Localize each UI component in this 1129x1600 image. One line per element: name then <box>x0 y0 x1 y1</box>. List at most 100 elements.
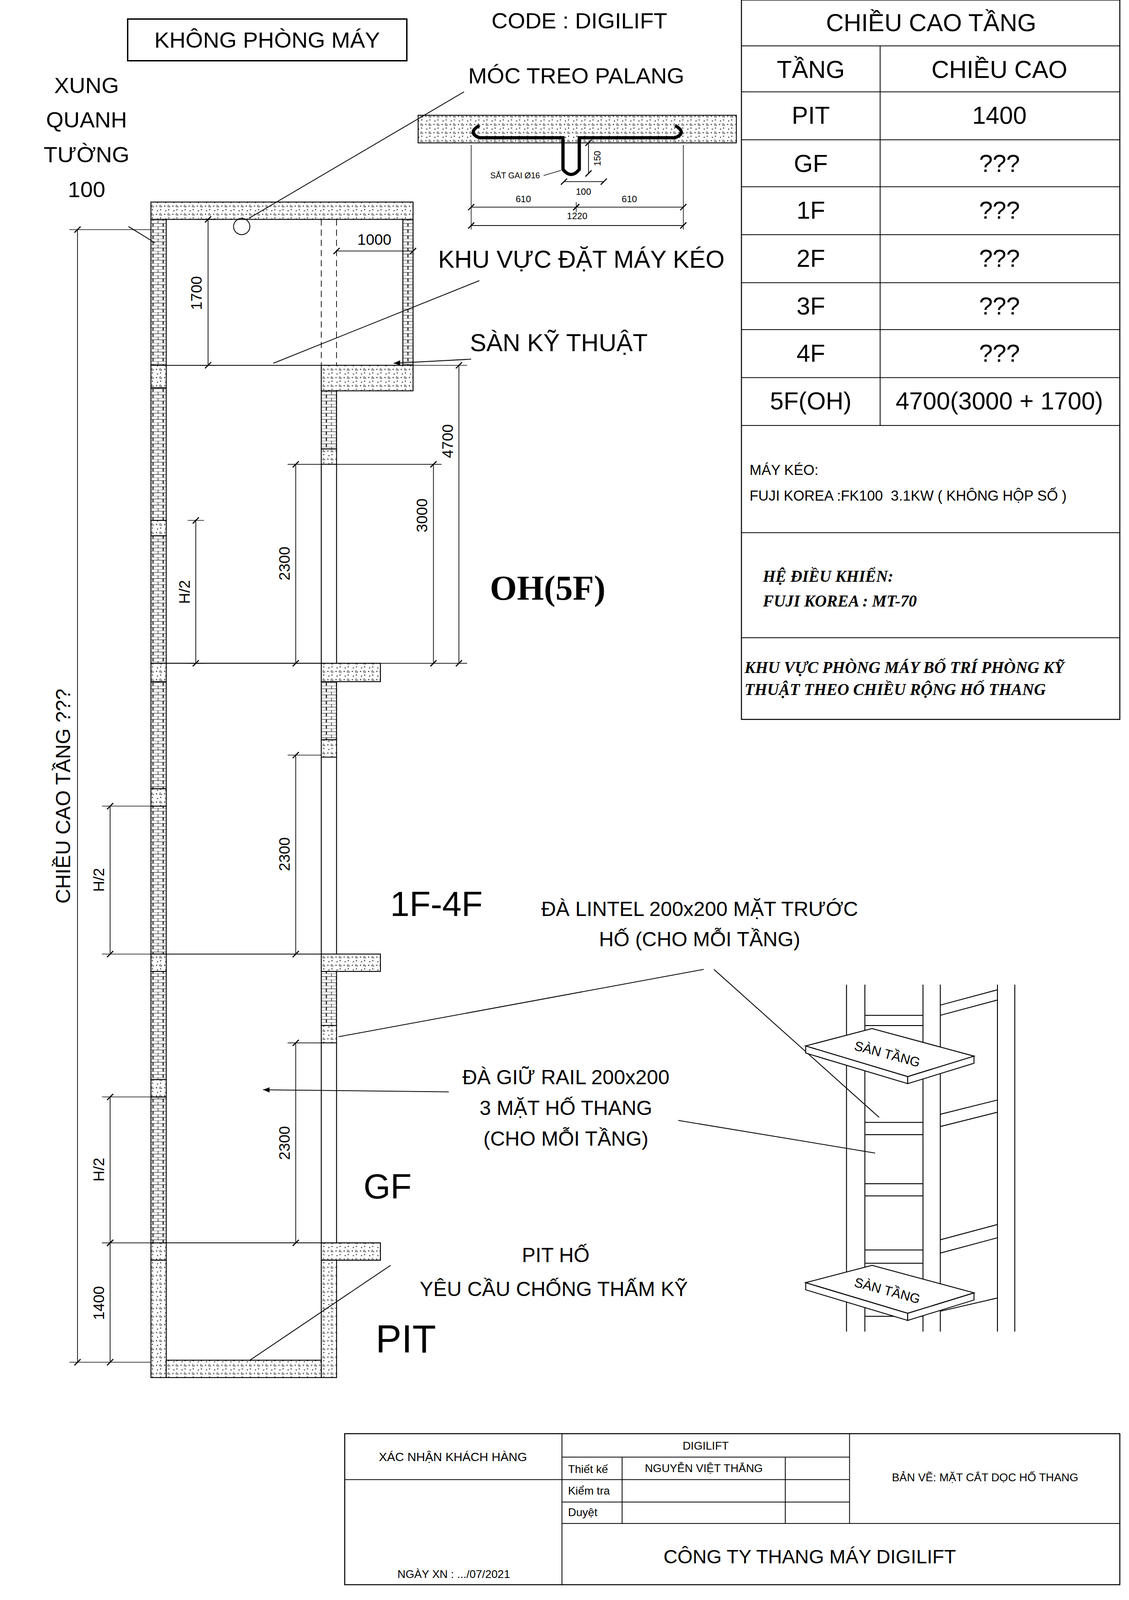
frame-beam <box>940 1112 998 1127</box>
dimension-line <box>458 365 460 664</box>
frame-beam <box>864 1195 924 1197</box>
frame-beam <box>864 1249 924 1251</box>
shaft-wall-hidden <box>320 219 322 366</box>
dimension-tick <box>561 178 568 185</box>
callout-text: PIT HỐ <box>522 1243 590 1267</box>
concrete-member <box>150 202 414 220</box>
frame-beam <box>940 999 998 1015</box>
dimension-tick <box>585 139 592 146</box>
dimension-value: CHIỀU CAO TẦNG ??? <box>51 688 75 904</box>
dimension-value: 2300 <box>275 546 294 581</box>
dimension-line <box>295 1042 297 1243</box>
concrete-member <box>150 1242 166 1261</box>
dimension-line <box>77 229 78 1363</box>
hook-rebar <box>473 125 682 175</box>
leader-line <box>393 358 472 364</box>
frame-column <box>1014 984 1016 1332</box>
callout-text: ĐÀ GIỮ RAIL 200x200 3 MẶT HỐ THANG (CHO … <box>457 1062 675 1154</box>
box-title: KHÔNG PHÒNG MÁY <box>154 27 381 53</box>
table-cell: ??? <box>979 196 1020 225</box>
extension-line <box>287 754 321 755</box>
hoist-hook <box>233 218 251 235</box>
table-rule <box>561 1522 1120 1524</box>
dimension-value: 610 <box>621 193 637 205</box>
table-cell: 4F <box>796 339 826 368</box>
floor-line <box>166 662 322 664</box>
brick-wall <box>150 535 166 664</box>
dimension-line <box>336 250 414 252</box>
leader-line <box>248 91 464 219</box>
extension-line <box>187 662 204 664</box>
extension-line <box>470 144 472 230</box>
floor-line <box>166 953 322 955</box>
table-cell: CHIỀU CAO <box>931 55 1068 84</box>
drawing-group <box>69 0 1120 1585</box>
shaft-wall-line <box>320 1042 322 1243</box>
dimension-tick <box>585 170 592 177</box>
leader-line <box>128 226 155 243</box>
concrete-member <box>321 1242 381 1261</box>
brick-wall <box>150 681 166 789</box>
table-rule <box>741 139 1120 141</box>
dimension-line <box>110 805 111 954</box>
frame-beam <box>864 1121 924 1123</box>
extension-line <box>69 229 151 230</box>
floor-label: GF <box>363 1166 412 1207</box>
leader-line <box>249 1265 391 1361</box>
concrete-member <box>321 663 381 682</box>
callout-text: SÀN KỸ THUẬT <box>469 328 648 357</box>
floor-label: OH(5F) <box>490 567 606 608</box>
brick-wall <box>402 219 414 366</box>
table-cell: PIT <box>791 101 830 130</box>
table-rule <box>621 1456 623 1524</box>
dimension-value: 2300 <box>275 1125 294 1160</box>
dimension-value: 3000 <box>413 498 431 533</box>
concrete-member <box>321 953 381 972</box>
title-block-text: Kiểm tra <box>567 1484 610 1498</box>
dimension-value: 1220 <box>567 210 588 222</box>
dimension-tick <box>333 247 340 254</box>
frame-beam <box>864 1134 924 1135</box>
title-block-text: Thiết kế <box>567 1462 608 1476</box>
dimension-value: 100 <box>575 186 591 198</box>
floor-line <box>166 1242 322 1244</box>
callout-text: YÊU CẦU CHỐNG THẤM KỸ <box>419 1277 689 1301</box>
title-block-text: CÔNG TY THANG MÁY DIGILIFT <box>663 1545 957 1569</box>
table-note: FUJI KOREA : MT-70 <box>762 591 917 611</box>
slab-section <box>418 115 737 144</box>
table-heading: CHIỀU CAO TẦNG <box>826 8 1037 37</box>
leader-line <box>678 1120 876 1153</box>
floor-slab <box>805 1265 975 1314</box>
extension-line <box>287 1042 321 1043</box>
dimension-value: 1700 <box>187 275 206 310</box>
table-rule <box>784 1456 786 1524</box>
brick-wall <box>321 681 337 740</box>
table-rule <box>561 1501 850 1503</box>
table-rule <box>741 91 1120 93</box>
extension-line <box>101 953 151 954</box>
extension-line <box>413 364 468 366</box>
dimension-line <box>588 143 590 174</box>
shaft-wall-line <box>320 757 322 955</box>
dimension-value: 1000 <box>357 231 392 249</box>
table-cell: GF <box>793 149 828 178</box>
brick-wall <box>321 390 337 449</box>
table-rule <box>561 1433 563 1585</box>
table-rule <box>561 1478 850 1480</box>
concrete-member <box>150 953 166 972</box>
concrete-member <box>150 1260 166 1378</box>
table-rule <box>344 1478 562 1480</box>
brick-wall <box>150 387 166 521</box>
callout-text: KHU VỰC ĐẶT MÁY KÉO <box>438 245 725 274</box>
table-cell: ??? <box>979 339 1020 368</box>
concrete-member <box>321 1025 337 1043</box>
floor-slab <box>805 1028 975 1077</box>
extension-line <box>287 463 321 465</box>
extension-line <box>69 1361 151 1363</box>
title-block-text: BẢN VẼ: MẶT CẮT DỌC HỐ THANG <box>892 1470 1079 1484</box>
frame-beam <box>864 1024 924 1026</box>
frame-beam <box>864 1262 924 1264</box>
table-rule <box>741 186 1120 188</box>
floor-line <box>166 364 322 366</box>
